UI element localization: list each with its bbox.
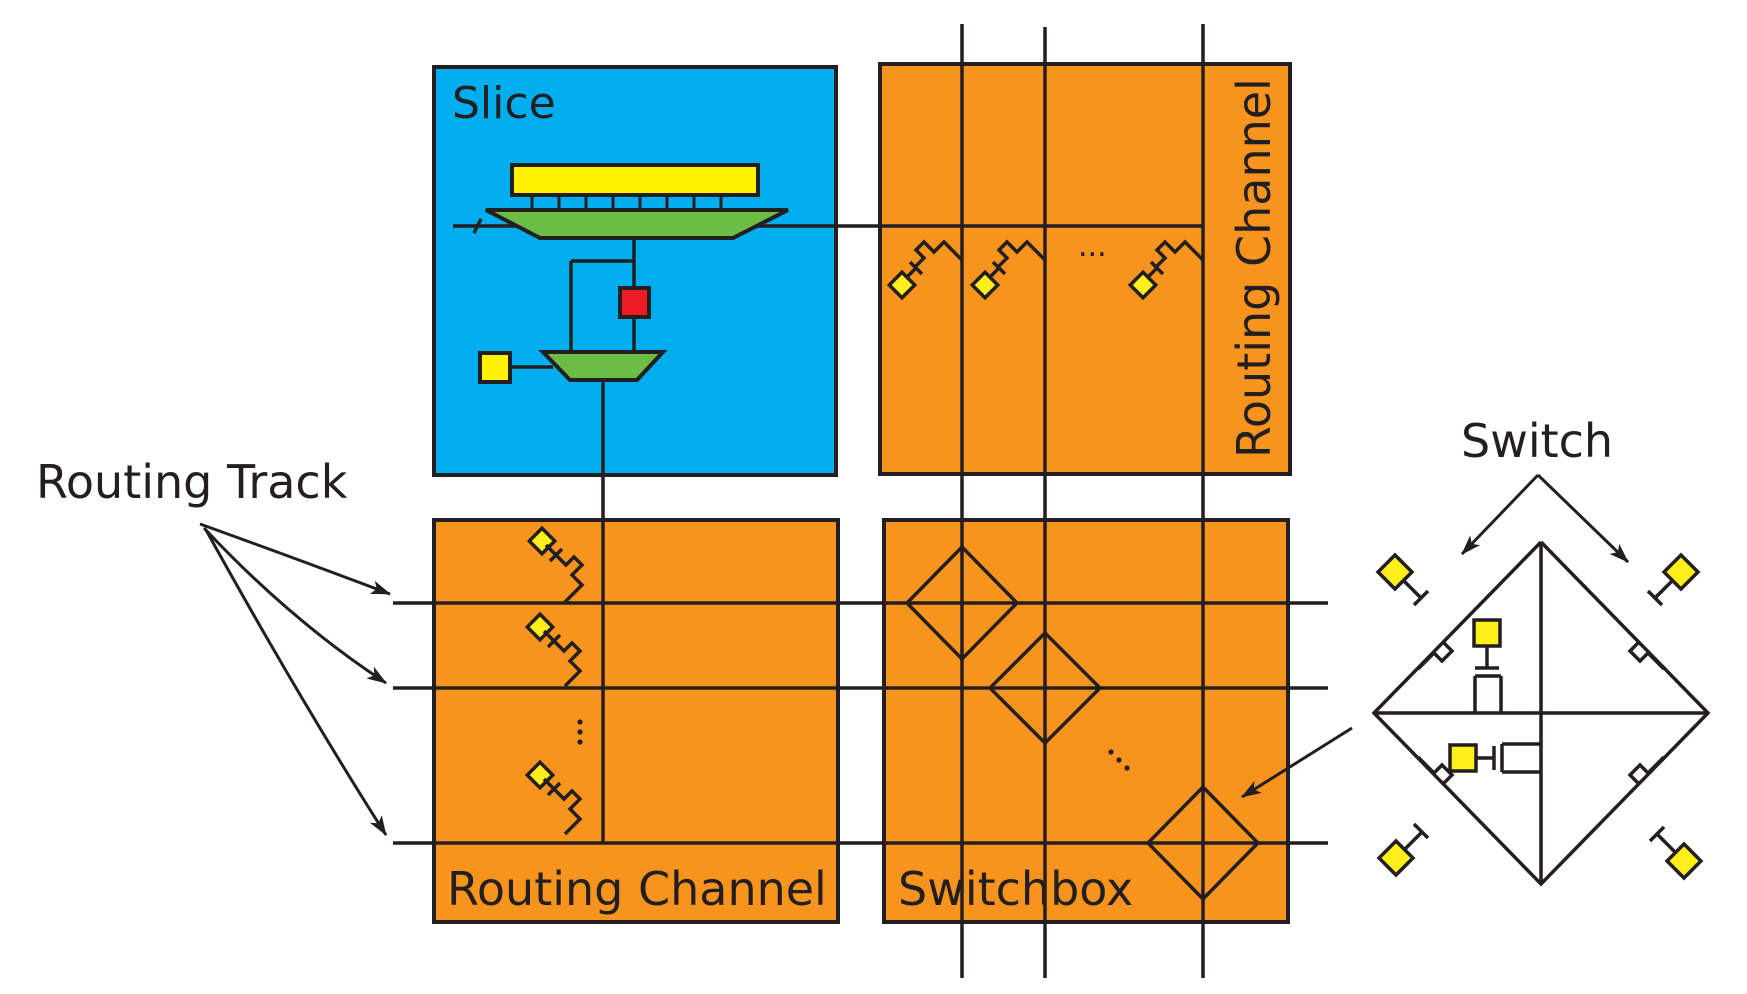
routing-track-arrows <box>199 522 391 836</box>
switch-detail <box>1371 540 1711 887</box>
vertical-channel-switch-3 <box>1127 239 1205 301</box>
routing-track-label: Routing Track <box>36 455 348 509</box>
switch-gate-pad-top-right <box>1661 552 1701 592</box>
routing-channel-vertical-label: Routing Channel <box>1227 78 1281 458</box>
switchbox-switch-1 <box>904 544 1020 662</box>
switch-gate-pad-center-left <box>1448 743 1478 773</box>
switchbox-switch-2 <box>987 630 1103 746</box>
switch-gate-pad-center-top <box>1472 618 1502 648</box>
switch-arrows <box>1241 473 1630 799</box>
switch-label: Switch <box>1461 414 1613 468</box>
horizontal-channel-switch-2 <box>524 611 583 688</box>
horizontal-channel-switch-1 <box>526 525 585 604</box>
switchbox-label: Switchbox <box>898 862 1133 916</box>
flip-flop <box>618 286 651 319</box>
switch-gate-pad-top-left <box>1375 552 1415 592</box>
routing-channel-vertical-block <box>878 62 1292 476</box>
routing-channel-horizontal-label: Routing Channel <box>447 862 827 916</box>
switch-gate-pad-bottom-right <box>1664 841 1704 881</box>
switchbox-block <box>882 518 1290 924</box>
slice-label: Slice <box>452 78 556 129</box>
lut-bits <box>530 195 723 210</box>
switchbox-ellipsis <box>1108 749 1130 771</box>
lut-memory <box>510 163 760 197</box>
switch-gate-pad-bottom-left <box>1376 838 1416 878</box>
vertical-channel-ellipsis: ... <box>1078 229 1107 264</box>
slice-logic <box>453 163 1203 843</box>
lut-mux <box>485 208 789 240</box>
horizontal-channel-switch-3 <box>524 759 583 836</box>
vertical-channel-switch-2 <box>969 239 1047 301</box>
horizontal-channel-ellipsis <box>577 719 583 745</box>
switchbox-switch-3 <box>1145 784 1261 902</box>
output-mux <box>538 350 668 382</box>
vertical-channel-switch-1 <box>886 239 964 301</box>
mux-select-config-bit <box>478 351 512 384</box>
routing-channel-horizontal-block <box>432 518 840 924</box>
